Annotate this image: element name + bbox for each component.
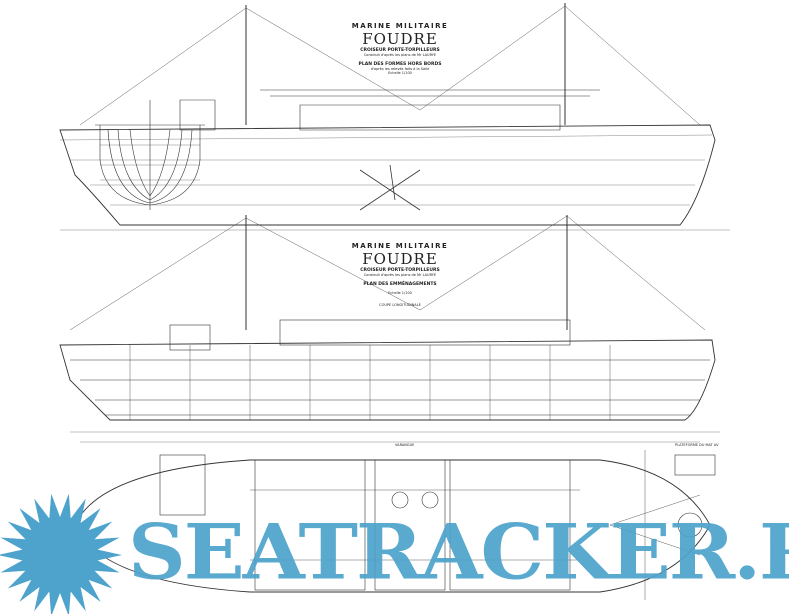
masts-top [79, 3, 701, 126]
plan-label-left: VARANGUE [395, 443, 415, 447]
plan-note: d'après les relevés faits à la Salle [370, 67, 430, 71]
plan-title: PLAN DES FORMES HORS BORDS [358, 62, 442, 67]
plan-title: PLAN DES EMMÉNAGEMENTS [363, 282, 437, 287]
deck-plan-view [74, 450, 716, 600]
heading: MARINE MILITAIRE [351, 22, 449, 30]
scale: Echelle 1/100 [388, 291, 412, 295]
scale: Echelle 1/100 [388, 71, 412, 75]
builder-note: Construit d'après les plans de Mr LAURYE [363, 273, 437, 277]
watermark-sun-icon [0, 493, 122, 614]
body-plan [95, 100, 205, 210]
ship-type: CROISEUR PORTE-TORPILLEURS [360, 48, 440, 53]
hull-longitudinal-section [59, 319, 720, 443]
ship-type: CROISEUR PORTE-TORPILLEURS [360, 268, 440, 273]
ship-name: FOUDRE [362, 30, 438, 48]
section-label: COUPE LONGITUDINALE [379, 303, 421, 307]
hull-profile-outer [59, 89, 730, 231]
masts-middle [69, 215, 706, 331]
watermark-text: SEATRACKER.RU [128, 507, 789, 597]
heading: MARINE MILITAIRE [351, 242, 449, 250]
title-block-middle: MARINE MILITAIRE FOUDRE CROISEUR PORTE-T… [320, 242, 480, 307]
title-block-top: MARINE MILITAIRE FOUDRE CROISEUR PORTE-T… [320, 22, 480, 75]
plan-label-right: PLATEFORME DU MAT AV [675, 443, 719, 447]
builder-note: Construit d'après les plans de Mr LAURYE [363, 53, 437, 57]
ship-name: FOUDRE [362, 250, 438, 268]
